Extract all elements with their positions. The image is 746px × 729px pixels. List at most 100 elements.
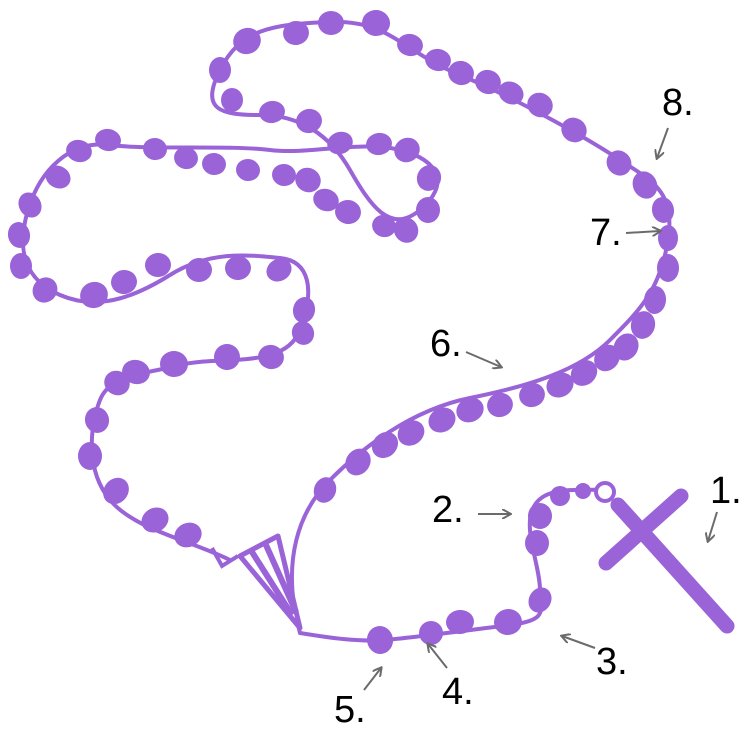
bead xyxy=(18,192,42,218)
arrow-6 xyxy=(465,351,501,367)
bead xyxy=(236,158,260,182)
bead xyxy=(643,286,667,314)
bead xyxy=(95,128,121,152)
bead xyxy=(292,297,316,323)
bead xyxy=(221,88,243,112)
marker-arrows xyxy=(363,127,718,691)
bead xyxy=(160,350,188,378)
center-medal-icon xyxy=(210,533,303,631)
bead xyxy=(45,165,71,189)
arrow-3 xyxy=(562,636,596,649)
rosary-chain xyxy=(20,19,672,643)
bead xyxy=(397,33,423,57)
marker-label-8: 8. xyxy=(662,82,694,124)
marker-labels: 1. 2. 3. 4. 5. 6. 7. 8. xyxy=(334,82,742,729)
bead xyxy=(519,382,545,408)
bead xyxy=(225,255,251,281)
bead xyxy=(366,132,392,156)
bead xyxy=(475,69,501,95)
bead xyxy=(371,431,399,459)
bead xyxy=(632,171,658,199)
bead xyxy=(296,108,322,134)
bead xyxy=(266,258,292,282)
marker-label-3: 3. xyxy=(596,641,628,683)
bead xyxy=(394,137,420,163)
bead xyxy=(416,197,440,223)
bead xyxy=(561,117,587,143)
bead xyxy=(362,9,390,37)
bead xyxy=(258,344,284,370)
bead xyxy=(233,27,261,55)
bead xyxy=(295,167,321,193)
bead xyxy=(214,343,240,370)
marker-label-7: 7. xyxy=(590,212,622,254)
bead xyxy=(498,81,524,105)
rosary-beads xyxy=(7,9,679,654)
pendant-bead xyxy=(528,503,552,529)
pendant-bead xyxy=(419,621,443,645)
bead xyxy=(416,165,442,191)
bead xyxy=(456,397,484,423)
bead xyxy=(428,407,456,433)
bead xyxy=(657,254,679,282)
bead xyxy=(78,442,102,470)
bead xyxy=(143,137,167,161)
bead xyxy=(104,370,130,396)
marker-label-4: 4. xyxy=(442,671,474,713)
bead xyxy=(527,92,553,118)
arrow-5 xyxy=(363,668,381,691)
bead xyxy=(209,57,231,83)
bead xyxy=(658,225,678,251)
bead xyxy=(259,100,285,124)
bead xyxy=(397,420,425,446)
pendant-bead xyxy=(550,486,570,506)
bead xyxy=(448,60,474,86)
marker-label-5: 5. xyxy=(334,689,366,729)
bead xyxy=(122,359,150,385)
bead xyxy=(145,252,171,278)
bead xyxy=(80,281,108,309)
marker-label-1: 1. xyxy=(710,470,742,512)
bead xyxy=(141,507,169,533)
arrow-1 xyxy=(708,511,718,541)
pendant-bead xyxy=(366,626,394,654)
bead xyxy=(66,139,92,163)
pendant-bead xyxy=(446,609,474,635)
bead xyxy=(10,253,32,279)
arrow-7 xyxy=(625,231,660,233)
bead xyxy=(283,20,309,46)
pendant-bead xyxy=(528,587,552,613)
bead xyxy=(202,152,226,176)
marker-label-6: 6. xyxy=(430,323,462,365)
bead xyxy=(651,197,675,223)
crucifix-icon xyxy=(594,481,735,634)
bead xyxy=(393,217,419,243)
bead xyxy=(313,477,337,503)
pendant-bead xyxy=(494,608,522,636)
bead xyxy=(272,163,296,187)
bead xyxy=(7,222,31,248)
arrow-8 xyxy=(657,127,669,158)
bead xyxy=(372,214,396,238)
bead xyxy=(32,277,58,303)
bead xyxy=(174,146,198,170)
bead xyxy=(425,48,451,72)
arrow-4 xyxy=(428,644,448,669)
bead xyxy=(103,477,129,505)
bead xyxy=(594,344,620,372)
bead xyxy=(186,257,212,283)
pendant-bead xyxy=(575,483,591,499)
bead xyxy=(570,360,598,386)
bead xyxy=(313,188,339,212)
bead xyxy=(345,448,371,476)
bead xyxy=(318,11,344,35)
bead xyxy=(613,333,639,361)
marker-label-2: 2. xyxy=(432,489,464,531)
bead xyxy=(111,269,137,295)
bead xyxy=(327,131,353,155)
pendant-bead xyxy=(525,530,549,556)
bead xyxy=(84,407,110,433)
bead xyxy=(174,522,202,548)
bead xyxy=(291,321,315,345)
